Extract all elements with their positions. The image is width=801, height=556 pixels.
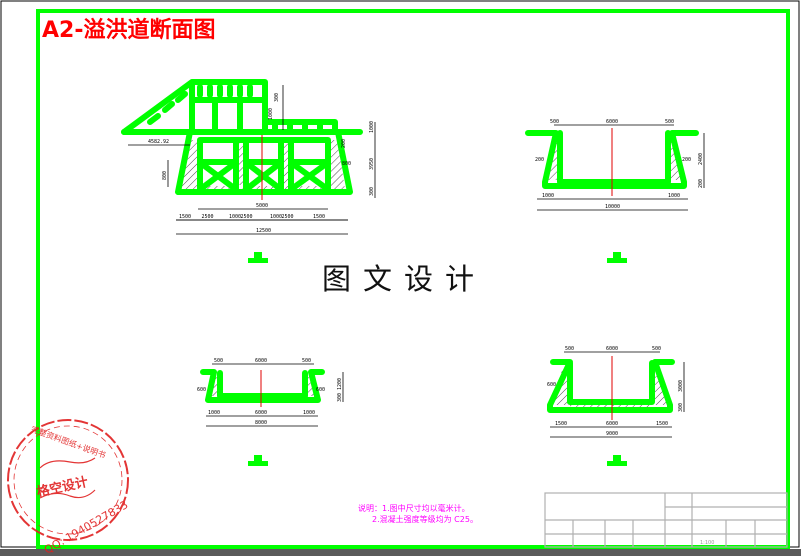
- notes-line-2: 2.混凝土强度等级均为 C25。: [372, 514, 478, 524]
- dim-label: 500: [665, 119, 674, 125]
- dim-label: 6000: [606, 421, 618, 427]
- dim-label: 200: [698, 179, 704, 188]
- dim-label: 1000: [542, 193, 554, 199]
- section-2: 500 6000 500 200 200 2400 200 1000 1000 …: [525, 119, 705, 211]
- dim-label: 2500: [241, 214, 253, 220]
- watermark-text: 图文设计: [322, 262, 486, 296]
- dim-label: 200: [682, 157, 691, 163]
- dim-label: 300: [369, 187, 375, 196]
- dim-label: 1000: [303, 410, 315, 416]
- dim-label: 5000: [256, 203, 268, 209]
- section-label-marks: [248, 252, 627, 466]
- dim-label: 1000: [229, 214, 241, 220]
- title-block: 1:100: [544, 492, 788, 548]
- dim-label: 300: [274, 93, 280, 102]
- section-4: 500 6000 500 600 3000 300 1500 6000 1500…: [547, 346, 685, 438]
- scale-label: 1:100: [700, 540, 714, 546]
- dim-label: 500: [214, 358, 223, 364]
- dim-label: 500: [652, 346, 661, 352]
- dim-label: 500: [565, 346, 574, 352]
- dim-label: 2500: [202, 214, 214, 220]
- dim-label: 600: [316, 387, 325, 393]
- dim-label: 1200: [337, 378, 343, 390]
- stamp-ring-text: 完整资料图纸+说明书: [30, 424, 107, 460]
- dim-label: 1000: [369, 121, 375, 133]
- dim-label: 1000: [208, 410, 220, 416]
- dim-label: 600: [197, 387, 206, 393]
- stamp-seal: 格空设计 QQ: 1940527833 完整资料图纸+说明书: [7, 419, 130, 556]
- dim-label: 10000: [605, 204, 620, 210]
- drawing-border: [36, 9, 790, 549]
- dim-label: 6000: [606, 119, 618, 125]
- dim-label: 1500: [179, 214, 191, 220]
- dim-label: 8000: [255, 420, 267, 426]
- dim-label: 12500: [256, 228, 271, 234]
- dim-label: 300: [337, 393, 343, 402]
- dim-label: 800: [342, 161, 351, 167]
- dim-label: 600: [547, 382, 556, 388]
- dim-label: 6000: [255, 358, 267, 364]
- dim-label: 2500: [282, 214, 294, 220]
- drawing-title: A2-溢洪道断面图: [42, 17, 215, 43]
- dim-label: 1500: [313, 214, 325, 220]
- stamp-center-text: 格空设计: [35, 474, 89, 500]
- dim-label: 3000: [678, 380, 684, 392]
- section-3: 500 6000 500 600 600 1200 300 1000 6000 …: [197, 358, 344, 427]
- dim-label: 1500: [555, 421, 567, 427]
- notes-line-1: 说明：1.图中尺寸均以毫米计。: [358, 503, 470, 513]
- dim-label: 800: [162, 171, 168, 180]
- dim-label: 500: [550, 119, 559, 125]
- dim-label: 500: [302, 358, 311, 364]
- bottom-bar: [0, 549, 801, 556]
- dim-label: 4582.92: [148, 139, 169, 145]
- dim-label: 1000: [270, 214, 282, 220]
- dim-label: 1500: [656, 421, 668, 427]
- dim-label: 6000: [606, 346, 618, 352]
- dim-label: 200: [341, 139, 347, 148]
- dim-label: 300: [678, 403, 684, 412]
- dim-label: 6000: [255, 410, 267, 416]
- dim-label: 9000: [606, 431, 618, 437]
- dim-label: 3950: [369, 158, 375, 170]
- dim-label: 2400: [698, 153, 704, 165]
- dim-label: 1000: [268, 108, 274, 120]
- dim-label: 1000: [668, 193, 680, 199]
- dim-label: 200: [535, 157, 544, 163]
